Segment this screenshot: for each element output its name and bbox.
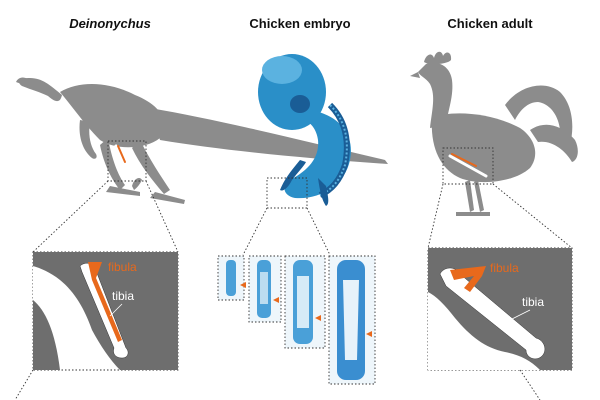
deinonychus-zoom-box	[107, 140, 147, 182]
deinonychus-small-bones	[114, 144, 130, 172]
title-deinonychus: Deinonychus	[69, 16, 151, 31]
guide-line	[32, 180, 109, 253]
label-tibia-deinonychus: tibia	[112, 289, 134, 303]
guide-line	[519, 369, 541, 400]
chicken-zoom-panel: fibula tibia	[427, 247, 573, 371]
label-tibia-chicken: tibia	[522, 295, 544, 309]
guide-line	[145, 180, 179, 253]
embryo-bone-4	[328, 255, 376, 385]
title-chicken-adult: Chicken adult	[447, 16, 533, 31]
chicken-embryo	[258, 54, 351, 206]
embryo-bone-3	[284, 255, 326, 349]
guide-line	[492, 183, 573, 249]
title-chicken-embryo: Chicken embryo	[249, 16, 350, 31]
guide-line	[14, 369, 34, 400]
chicken-zoom-box	[442, 147, 494, 185]
embryo-bone-2	[248, 255, 282, 323]
guide-line	[306, 207, 331, 256]
embryo-bone-1	[217, 255, 246, 301]
deinonychus-zoom-panel: fibula tibia	[32, 251, 179, 371]
guide-line	[427, 183, 444, 249]
label-fibula-chicken: fibula	[490, 261, 519, 275]
guide-line	[242, 207, 268, 256]
chicken-small-bones	[448, 153, 488, 178]
chicken-adult-silhouette	[410, 51, 578, 216]
label-fibula-deinonychus: fibula	[108, 260, 137, 274]
